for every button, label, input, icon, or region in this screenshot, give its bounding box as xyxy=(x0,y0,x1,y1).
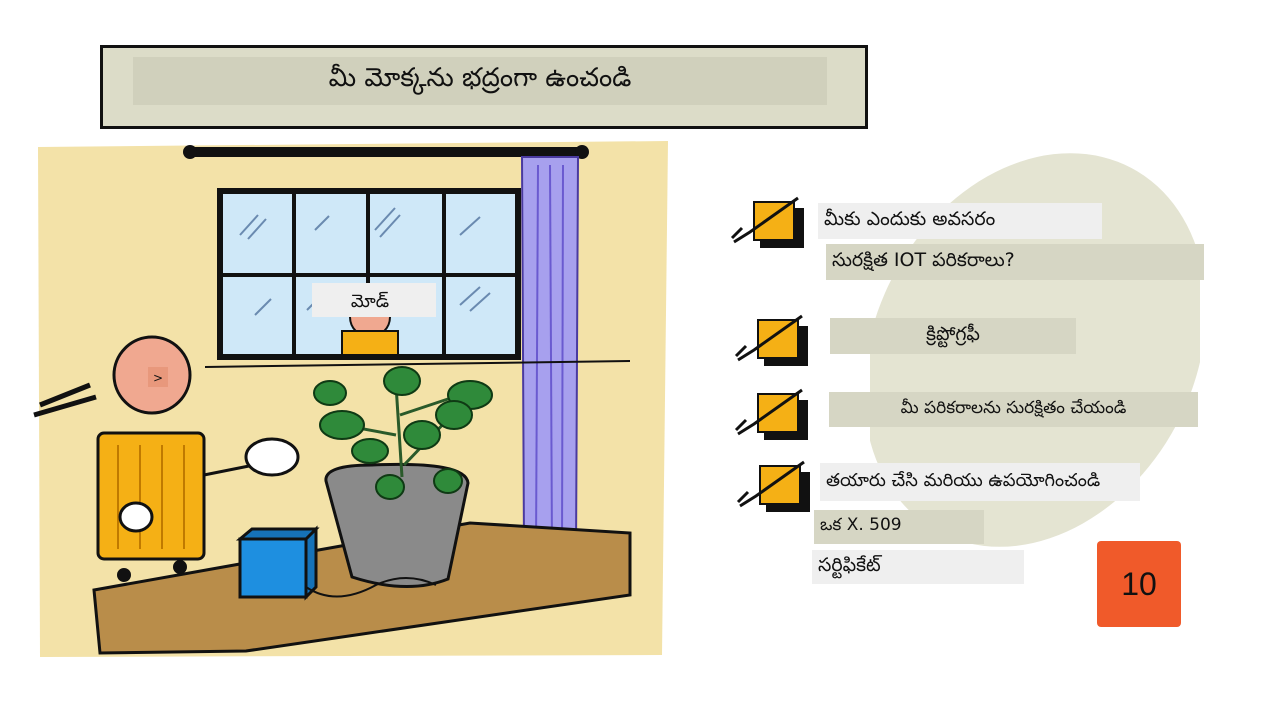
window-label-box xyxy=(312,283,436,317)
title-banner: మీ మోక్కను భద్రంగా ఉంచండి xyxy=(100,45,868,129)
monitor-label-box xyxy=(148,367,168,387)
page-title: మీ మోక్కను భద్రంగా ఉంచండి xyxy=(328,63,632,93)
page-number-badge: 10 xyxy=(1097,541,1181,627)
curtain-rod-icon xyxy=(183,145,589,159)
checklist-item-2: క్రిప్టోగ్రఫీ xyxy=(830,318,1076,354)
checkbox-check-icon xyxy=(734,388,808,440)
security-illustration: మోడ్ > xyxy=(33,141,668,657)
checkbox-check-icon xyxy=(730,196,804,248)
checklist-item-4-line2: ఒక X. 509 xyxy=(814,510,984,544)
table xyxy=(92,521,632,655)
device-box-icon xyxy=(235,525,437,601)
checklist-item-1-line2: సురక్షిత IOT పరికరాలు? xyxy=(826,244,1204,280)
checklist-item-4-line3: సర్టిఫికేట్ xyxy=(812,550,1024,584)
plant-icon xyxy=(313,366,493,588)
window-label: మోడ్ xyxy=(351,291,389,312)
checkbox-check-icon xyxy=(736,460,810,512)
page-number: 10 xyxy=(1121,565,1157,602)
checklist-item-3: మీ పరికరాలను సురక్షితం చేయండి xyxy=(829,392,1198,427)
person-body xyxy=(96,431,206,561)
title-inner: మీ మోక్కను భద్రంగా ఉంచండి xyxy=(133,57,827,105)
window-icon xyxy=(217,188,521,360)
checklist-item-1-line1: మీకు ఎందుకు అవసరం xyxy=(818,203,1102,239)
checklist-item-4-line1: తయారు చేసి మరియు ఉపయోగించండి xyxy=(820,463,1140,501)
checkbox-check-icon xyxy=(734,314,808,366)
monitor-label: > xyxy=(153,371,163,385)
